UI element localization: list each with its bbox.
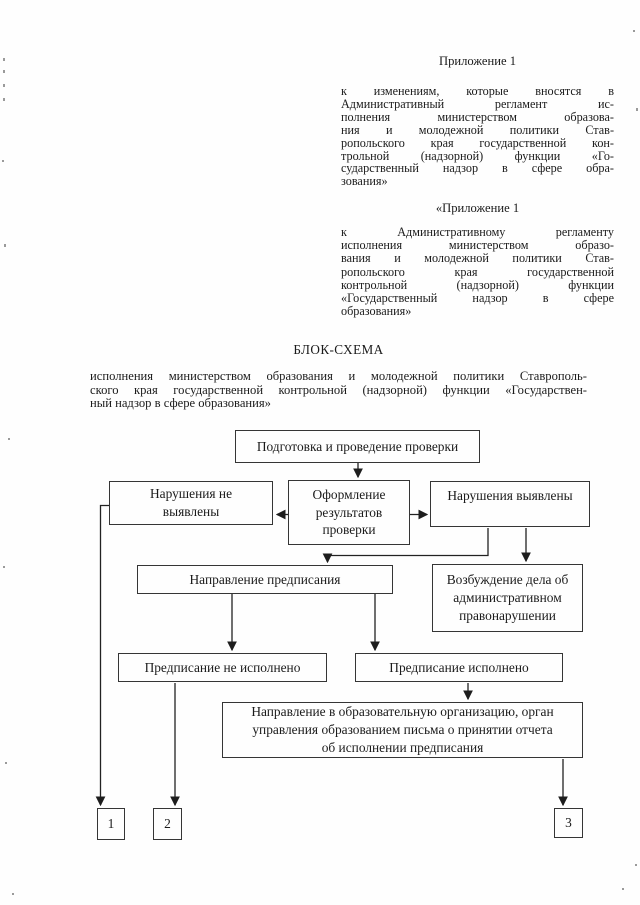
quoted-appendix-heading: «Приложение 1 (435, 201, 520, 215)
scan-speck (3, 566, 5, 568)
scan-speck (8, 438, 10, 440)
flow-node-start: Подготовка и проведение проверки (235, 430, 480, 463)
scan-speck (12, 893, 14, 895)
flow-node-terminal-3: 3 (554, 808, 583, 838)
flow-node-label: Предписание исполнено (389, 659, 529, 675)
scan-speck (622, 888, 624, 890)
flow-node-report-letter: Направление в образовательную организаци… (222, 702, 583, 758)
flow-node-terminal-2: 2 (153, 808, 182, 840)
flow-node-label: Нарушения выявлены (447, 488, 573, 503)
flowchart-subtitle: исполнения министерством образования и м… (90, 369, 587, 410)
connector-line (95, 504, 109, 807)
flow-node-prescription: Направление предписания (137, 565, 393, 594)
scan-speck (3, 58, 5, 61)
scan-speck (3, 98, 5, 101)
flow-node-label: Направление в образовательную организаци… (251, 704, 554, 755)
flow-node-fulfilled: Предписание исполнено (355, 653, 563, 682)
flow-node-terminal-1: 1 (97, 808, 125, 840)
flow-node-label: Предписание не исполнено (144, 659, 301, 675)
scan-speck (4, 244, 6, 247)
scan-speck (633, 30, 635, 32)
scan-speck (3, 70, 5, 73)
flow-node-label: 1 (107, 816, 115, 832)
flow-node-label: Направление предписания (189, 571, 341, 587)
flow-node-not-fulfilled: Предписание не исполнено (118, 653, 327, 682)
flowchart-title: БЛОК-СХЕМА (293, 342, 384, 357)
flow-node-label: Подготовка и проведение проверки (256, 438, 459, 454)
appendix-heading: Приложение 1 (438, 54, 517, 68)
scan-speck (5, 762, 7, 764)
flow-node-label: 2 (164, 816, 171, 832)
flow-node-violations: Нарушения выявлены (430, 481, 590, 527)
scan-speck (3, 84, 5, 87)
scan-speck (2, 160, 4, 162)
scan-speck (635, 864, 637, 866)
flow-node-label: 3 (565, 815, 572, 831)
scan-speck (636, 108, 638, 111)
